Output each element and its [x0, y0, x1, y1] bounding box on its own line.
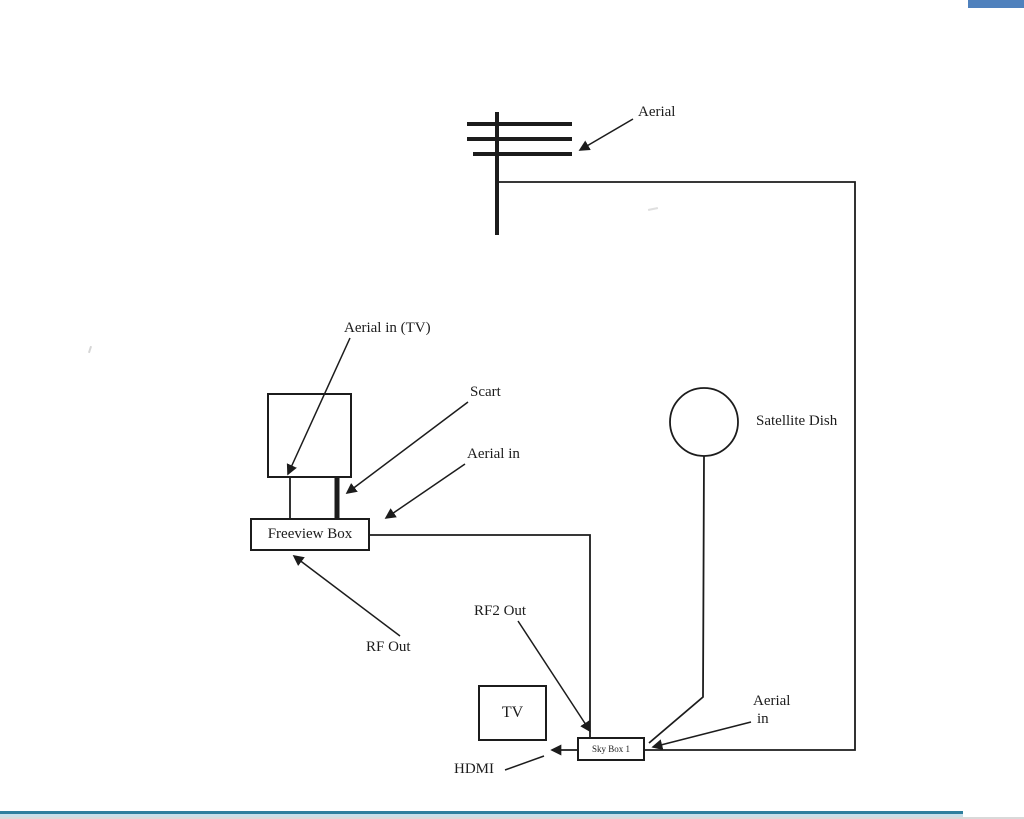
freeview-box: Freeview Box — [250, 518, 370, 551]
aerial-in-sky-label: Aerial in — [753, 692, 790, 728]
satellite-dish-icon — [669, 387, 739, 457]
aerial-antenna-icon — [467, 112, 572, 235]
freeview-to-skybox-line — [370, 534, 591, 737]
aerial-in-tv-label: Aerial in (TV) — [344, 320, 431, 336]
freeview-box-label: Freeview Box — [267, 526, 353, 542]
aerial-arrow — [578, 118, 634, 151]
aerial-in-sky-arrow — [651, 721, 752, 751]
aerial-label: Aerial — [638, 104, 676, 120]
dish-cable — [648, 455, 705, 744]
tv-box-label: TV — [501, 704, 524, 721]
rf2-out-arrow — [517, 620, 591, 733]
sky-box: Sky Box 1 — [577, 737, 645, 761]
satellite-dish-label: Satellite Dish — [756, 413, 838, 429]
aerial-in-sky-label-line2: in — [757, 711, 769, 727]
scart-arrow — [345, 401, 469, 494]
rf-out-arrow — [292, 555, 401, 637]
bottom-page-edge — [0, 811, 963, 814]
sky-box-label: Sky Box 1 — [591, 744, 630, 754]
scart-label: Scart — [470, 384, 501, 400]
tv-top-box — [267, 393, 352, 478]
aerial-in-tv-arrow — [286, 337, 351, 476]
bottom-page-edge-light — [0, 814, 963, 817]
aerial-in-sky-label-line1: Aerial — [753, 693, 791, 709]
rf2-out-label: RF2 Out — [474, 603, 527, 619]
aerial-in-arrow — [384, 463, 466, 519]
rf-out-label: RF Out — [366, 639, 411, 655]
aerial-feed-line — [497, 181, 856, 751]
bottom-page-edge-shadow — [0, 817, 1024, 819]
top-right-accent-bar — [968, 0, 1024, 8]
hdmi-label: HDMI — [454, 761, 494, 777]
hdmi-arrow — [504, 755, 545, 771]
tv-box: TV — [478, 685, 547, 741]
aerial-in-label: Aerial in — [467, 446, 520, 462]
